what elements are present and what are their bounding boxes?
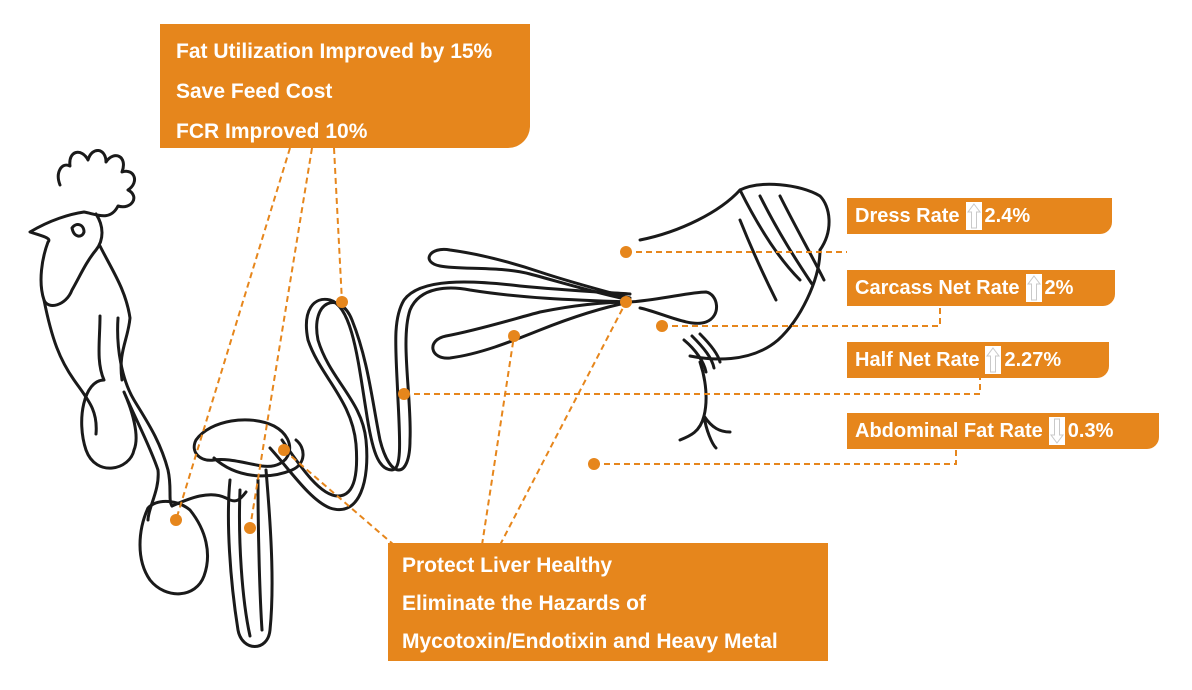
stat-label: Half Net Rate: [855, 348, 980, 371]
duodenal-loop-outer: [226, 468, 274, 648]
rooster-body-rear: [688, 248, 822, 361]
stat-value: 2%: [1044, 276, 1074, 299]
stat-half-net-rate: Half Net Rate 2.27%: [847, 342, 1109, 378]
connector-half: [404, 378, 981, 395]
connector-top-3: [333, 147, 343, 303]
esophagus: [80, 314, 160, 522]
dot-small-intestine: [336, 296, 348, 308]
dot-abdominal: [588, 458, 600, 470]
callout-line: Save Feed Cost: [176, 80, 333, 103]
stat-label: Dress Rate: [855, 204, 960, 227]
rooster-head-outline: [28, 149, 137, 307]
dot-dress: [620, 246, 632, 258]
rooster-neck-front: [42, 298, 98, 436]
callout-line: Eliminate the Hazards of: [402, 592, 646, 615]
dot-duodenum: [244, 522, 256, 534]
stat-label: Abdominal Fat Rate: [855, 419, 1043, 442]
connector-abdominal: [594, 449, 957, 465]
dot-ceca: [508, 330, 520, 342]
dot-gizzard: [170, 514, 182, 526]
stat-carcass-net-rate: Carcass Net Rate 2%: [847, 270, 1115, 306]
stat-dress-rate: Dress Rate 2.4%: [847, 198, 1112, 234]
cecum-lower: [431, 300, 632, 360]
arrow-up-icon: [1025, 274, 1042, 302]
stat-value: 0.3%: [1067, 419, 1114, 442]
liver-protection-callout: Protect Liver Healthy Eliminate the Haza…: [388, 543, 828, 661]
esophagus-inner: [116, 316, 174, 508]
rooster-wing-lines: [682, 332, 722, 374]
arrow-down-icon: [1048, 417, 1065, 445]
connector-top-2: [249, 147, 313, 529]
dot-liver: [278, 444, 290, 456]
rooster-tail-feathers: [738, 188, 826, 302]
stat-label: Carcass Net Rate: [855, 276, 1020, 299]
callout-line: Mycotoxin/Endotixin and Heavy Metal: [402, 630, 778, 653]
stat-value: 2.27%: [1004, 348, 1062, 371]
dot-ileocecal: [620, 296, 632, 308]
connector-bottom-1: [283, 449, 395, 546]
fat-utilization-callout: Fat Utilization Improved by 15% Save Fee…: [160, 24, 530, 148]
small-intestine: [268, 286, 632, 512]
rooster-neck-back: [98, 244, 132, 382]
stat-abdominal-fat-rate: Abdominal Fat Rate 0.3%: [847, 413, 1159, 449]
duodenal-loop-inner: [256, 478, 264, 632]
connector-carcass: [662, 306, 941, 327]
duodenal-loop-mid: [237, 488, 252, 638]
large-intestine: [628, 290, 718, 325]
callout-line: Fat Utilization Improved by 15%: [176, 40, 493, 63]
small-intestine-inner: [280, 280, 632, 498]
arrow-up-icon: [985, 346, 1002, 374]
stat-value: 2.4%: [984, 204, 1031, 227]
rooster-back: [638, 182, 831, 252]
dot-jejunum: [398, 388, 410, 400]
connector-top-1: [175, 147, 291, 521]
callout-line: FCR Improved 10%: [176, 120, 368, 143]
cecum-upper: [427, 247, 632, 302]
connector-bottom-3: [499, 301, 627, 546]
connector-bottom-2: [481, 335, 515, 546]
arrow-up-icon: [965, 202, 982, 230]
rooster-eye: [70, 223, 86, 238]
rooster-leg: [678, 360, 732, 450]
callout-line: Protect Liver Healthy: [402, 554, 613, 577]
dot-carcass: [656, 320, 668, 332]
liver-lobe: [212, 438, 305, 478]
liver: [192, 418, 292, 468]
